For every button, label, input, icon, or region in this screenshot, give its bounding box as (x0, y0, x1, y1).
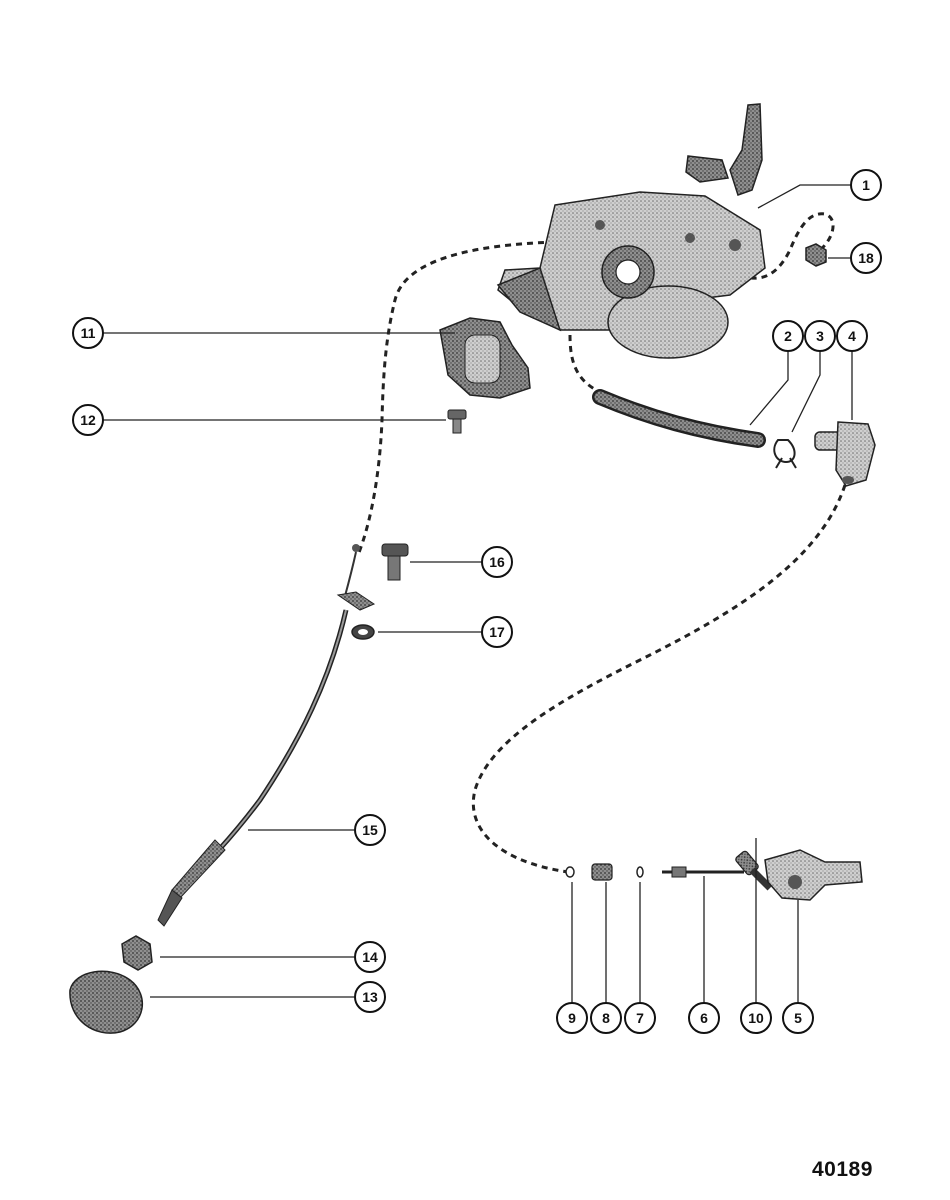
rod-part-6 (662, 866, 744, 878)
dashed-line-carburetor-to-18 (739, 212, 835, 280)
callout-8: 8 (590, 1002, 622, 1034)
nut-part-18 (805, 243, 827, 267)
screw-part-12 (447, 409, 467, 434)
callout-14: 14 (354, 941, 386, 973)
screen-part-11 (439, 317, 531, 399)
dashed-line-carburetor-to-fuel-line (568, 334, 601, 394)
leader-1 (757, 184, 852, 209)
nut-part-14 (121, 935, 153, 971)
bolt-part-10 (735, 850, 773, 891)
leader-3 (791, 350, 821, 433)
callout-3: 3 (804, 320, 836, 352)
svg-text:18: 18 (858, 250, 874, 266)
choke-cable-part-15 (157, 544, 376, 927)
leader-lines (103, 184, 853, 1004)
svg-text:15: 15 (362, 822, 378, 838)
svg-text:10: 10 (748, 1010, 764, 1026)
svg-text:16: 16 (489, 554, 505, 570)
svg-text:5: 5 (794, 1010, 802, 1026)
callout-7: 7 (624, 1002, 656, 1034)
callout-5: 5 (782, 1002, 814, 1034)
callout-10: 10 (740, 1002, 772, 1034)
dashed-line-fitting-to-fuel-pump (471, 484, 847, 874)
svg-text:7: 7 (636, 1010, 644, 1026)
fuel-hose-part-2 (592, 389, 766, 448)
callout-15: 15 (354, 814, 386, 846)
callout-18: 18 (850, 242, 882, 274)
svg-text:11: 11 (81, 325, 96, 341)
callout-2: 2 (772, 320, 804, 352)
callout-4: 4 (836, 320, 868, 352)
svg-text:4: 4 (848, 328, 856, 344)
callout-13: 13 (354, 981, 386, 1013)
callout-16: 16 (481, 546, 513, 578)
callout-9: 9 (556, 1002, 588, 1034)
svg-text:1: 1 (862, 177, 870, 193)
svg-text:12: 12 (80, 412, 96, 428)
svg-text:9: 9 (568, 1010, 576, 1026)
callout-1: 1 (850, 169, 882, 201)
svg-text:13: 13 (362, 989, 378, 1005)
callout-6: 6 (688, 1002, 720, 1034)
dashed-line-carburetor-to-cable (356, 240, 556, 556)
carburetor-part-1 (496, 103, 766, 359)
washer-part-17 (351, 624, 375, 640)
svg-text:2: 2 (784, 328, 792, 344)
callout-11: 11 (72, 317, 104, 349)
o-ring-part-7 (636, 866, 644, 878)
svg-text:14: 14 (362, 949, 378, 965)
drawing-number: 40189 (812, 1158, 873, 1181)
callout-17: 17 (481, 616, 513, 648)
knob-part-13 (69, 970, 144, 1034)
svg-text:3: 3 (816, 328, 824, 344)
callout-12: 12 (72, 404, 104, 436)
screw-part-16 (381, 543, 409, 581)
leader-2 (749, 350, 789, 426)
hose-clamp-part-3 (773, 439, 797, 469)
svg-text:6: 6 (700, 1010, 708, 1026)
svg-text:17: 17 (489, 624, 505, 640)
fuel-pump-part-5 (764, 849, 863, 901)
fitting-part-8 (591, 863, 613, 881)
svg-text:8: 8 (602, 1010, 610, 1026)
elbow-fitting-part-4 (814, 421, 876, 487)
gasket-part-9 (565, 866, 575, 878)
